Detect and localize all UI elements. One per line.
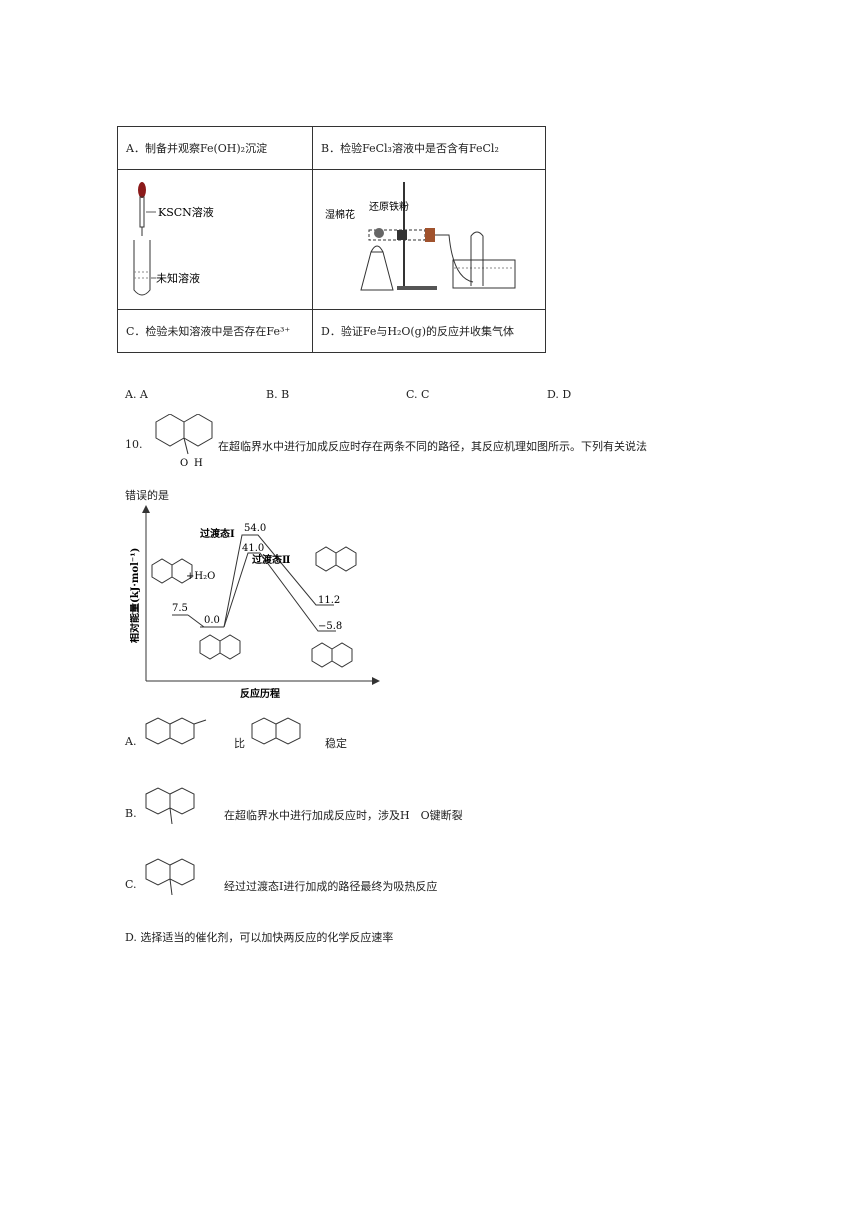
q10-stem-b: 错误的是 — [125, 489, 169, 502]
product-upper-structure-icon — [315, 546, 357, 572]
test-tube-icon — [133, 240, 151, 296]
level-11.2: 11.2 — [318, 595, 340, 606]
q9-choice-C[interactable]: C. C — [406, 388, 430, 401]
trough-icon — [452, 259, 516, 289]
ts1-label: 过渡态Ⅰ — [200, 527, 235, 540]
cell-D-caption: D．验证Fe与H₂O(g)的反应并收集气体 — [312, 309, 546, 353]
cell-D-figure: 湿棉花 还原铁粉 — [312, 169, 546, 310]
q9-choice-B[interactable]: B. B — [266, 388, 290, 401]
svg-text:O: O — [180, 458, 188, 469]
intermediate-structure-icon — [199, 634, 241, 660]
optC-prefix[interactable]: C. — [125, 878, 137, 891]
y-axis-label: 相对能量(kJ·mol⁻¹) — [130, 548, 141, 643]
product-lower-structure-icon — [311, 642, 353, 668]
q10-number: 10. — [125, 438, 143, 451]
optB-prefix[interactable]: B. — [125, 807, 137, 820]
optD-text[interactable]: D. 选择适当的催化剂，可以加快两反应的化学反应速率 — [125, 931, 394, 944]
burner-icon — [360, 251, 394, 291]
reagent-label: KSCN溶液 — [158, 205, 214, 219]
level-neg5.8: −5.8 — [318, 621, 342, 632]
reactant-molecule-icon: O H — [155, 414, 213, 469]
delivery-tube-icon — [435, 234, 474, 283]
reactant-structure-icon — [151, 558, 193, 584]
path-ts2 — [223, 552, 336, 632]
q10-stem-a: 在超临界水中进行加成反应时存在两条不同的路径，其反应机理如图所示。下列有关说法 — [218, 440, 647, 453]
level-0.0: 0.0 — [204, 615, 220, 626]
dropper-testtube-figure: KSCN溶液 未知溶液 — [133, 182, 214, 296]
optB-text: 在超临界水中进行加成反应时，涉及H O键断裂 — [224, 809, 463, 822]
optA-molecule-2-icon — [251, 717, 301, 745]
optB-molecule-icon — [145, 787, 195, 825]
cell-B-caption: B．检验FeCl₃溶液中是否含有FeCl₂ — [312, 126, 546, 170]
optA-suffix: 稳定 — [325, 737, 347, 750]
level-7.5: 7.5 — [172, 603, 188, 614]
cell-C-figure: KSCN溶液 未知溶液 — [117, 169, 313, 310]
ts2-label: 过渡态Ⅱ — [252, 553, 290, 566]
x-axis-label: 反应历程 — [240, 687, 280, 700]
level-41.0: 41.0 — [242, 543, 264, 554]
sample-label: 未知溶液 — [156, 271, 200, 285]
optA-molecule-1-icon — [145, 717, 207, 745]
reactant-water-label: +H₂O — [186, 571, 215, 582]
optC-text: 经过过渡态Ⅰ进行加成的路径最终为吸热反应 — [224, 880, 438, 893]
q9-choice-A[interactable]: A. A — [125, 388, 148, 401]
svg-text:H: H — [194, 458, 203, 469]
dropper-bulb-icon — [138, 182, 146, 198]
q9-choice-D[interactable]: D. D — [547, 388, 572, 401]
optA-mid: 比 — [234, 737, 245, 750]
dropper-tube-icon — [139, 196, 145, 228]
level-54.0: 54.0 — [244, 523, 266, 534]
optA-prefix[interactable]: A. — [125, 735, 137, 748]
iron-steam-apparatus: 湿棉花 还原铁粉 — [325, 182, 516, 291]
cotton-label: 湿棉花 — [325, 208, 355, 221]
options-table: A．制备并观察Fe(OH)₂沉淀 B．检验FeCl₃溶液中是否含有FeCl₂ K… — [117, 126, 546, 353]
energy-profile-chart: 相对能量(kJ·mol⁻¹) 反应历程 7.5 0.0 过渡态Ⅰ 54.0 41… — [130, 505, 380, 700]
cell-A-caption: A．制备并观察Fe(OH)₂沉淀 — [117, 126, 313, 170]
optC-molecule-icon — [145, 858, 195, 896]
cell-C-caption: C．检验未知溶液中是否存在Fe³⁺ — [117, 309, 313, 353]
iron-label: 还原铁粉 — [369, 200, 409, 213]
path-ts1 — [223, 534, 334, 628]
gas-jar-icon — [470, 231, 484, 286]
